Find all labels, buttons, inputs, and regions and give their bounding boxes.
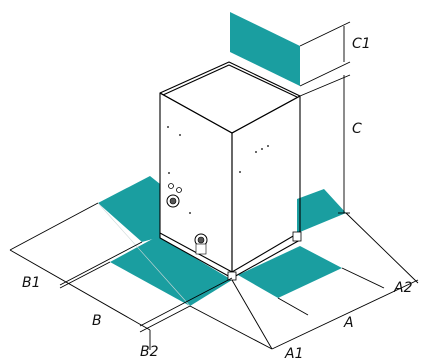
- fitting-small-2: [176, 187, 182, 193]
- label-a: A: [343, 315, 354, 331]
- label-b1: B1: [22, 275, 41, 291]
- label-a2: A2: [393, 280, 413, 296]
- label-a1: A1: [284, 346, 303, 362]
- clearance-zones: [98, 12, 346, 306]
- floor-grid: [97, 202, 191, 307]
- fitting-small-1: [168, 183, 174, 189]
- zone-rear-right: [297, 189, 346, 232]
- cabinet: [159, 61, 302, 281]
- zone-rear-left: [98, 176, 160, 242]
- cabinet-foot-right: [292, 231, 302, 242]
- screw-dots: [167, 126, 269, 214]
- label-c: C: [352, 121, 362, 137]
- label-b: B: [92, 313, 102, 329]
- dimension-labels: C1 C B1 B B2 A A1 A2: [22, 36, 413, 362]
- fitting-pipe-inner: [169, 197, 177, 205]
- zone-top-c1: [230, 12, 300, 86]
- zone-front-right: [238, 246, 342, 298]
- dimension-lines: [9, 21, 419, 350]
- fitting-lower-inner: [197, 236, 205, 244]
- label-c1: C1: [352, 36, 371, 52]
- cabinet-foot-front: [227, 271, 237, 281]
- label-b2: B2: [140, 344, 159, 360]
- zone-front-left: [110, 236, 232, 306]
